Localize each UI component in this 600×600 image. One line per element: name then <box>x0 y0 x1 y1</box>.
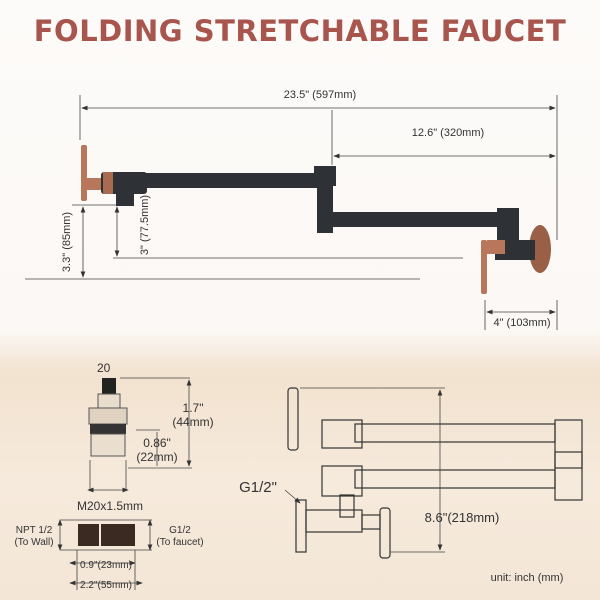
inner-height-label: 3" (77.5mm) <box>139 195 151 255</box>
total-height-label: 1.7" <box>183 401 204 415</box>
outer-height-label: 3.3" (85mm) <box>61 212 73 272</box>
faucet-illustration <box>81 145 551 294</box>
side-view-illustration <box>287 387 583 559</box>
total-length-label: 2.2"(55mm) <box>80 580 132 591</box>
page-title: FOLDING STRETCHABLE FAUCET <box>33 14 567 48</box>
unit-note: unit: inch (mm) <box>491 572 564 584</box>
thread-height-label: 0.86" <box>143 436 171 450</box>
wall-depth-label: 4" (103mm) <box>493 317 550 329</box>
npt-label: NPT 1/2 <box>16 525 53 536</box>
thread-size-label: M20x1.5mm <box>77 499 143 513</box>
arm-length-label: 12.6" (320mm) <box>412 127 484 139</box>
inlet-label: G1/2" <box>239 479 277 496</box>
to-faucet-label: (To faucet) <box>156 537 203 548</box>
g12-label: G1/2 <box>169 525 191 536</box>
overall-length-label: 23.5" (597mm) <box>284 89 356 101</box>
cartridge-illustration <box>88 378 128 457</box>
adapter-illustration <box>78 524 135 546</box>
folded-height-label: 8.6"(218mm) <box>425 510 500 525</box>
inner-length-label: 0.9"(23mm) <box>80 560 132 571</box>
top-dimension-lines <box>25 95 558 330</box>
total-height-mm-label: (44mm) <box>172 415 213 429</box>
thread-height-mm-label: (22mm) <box>136 450 177 464</box>
to-wall-label: (To Wall) <box>14 537 53 548</box>
spline-count-label: 20 <box>97 361 111 375</box>
